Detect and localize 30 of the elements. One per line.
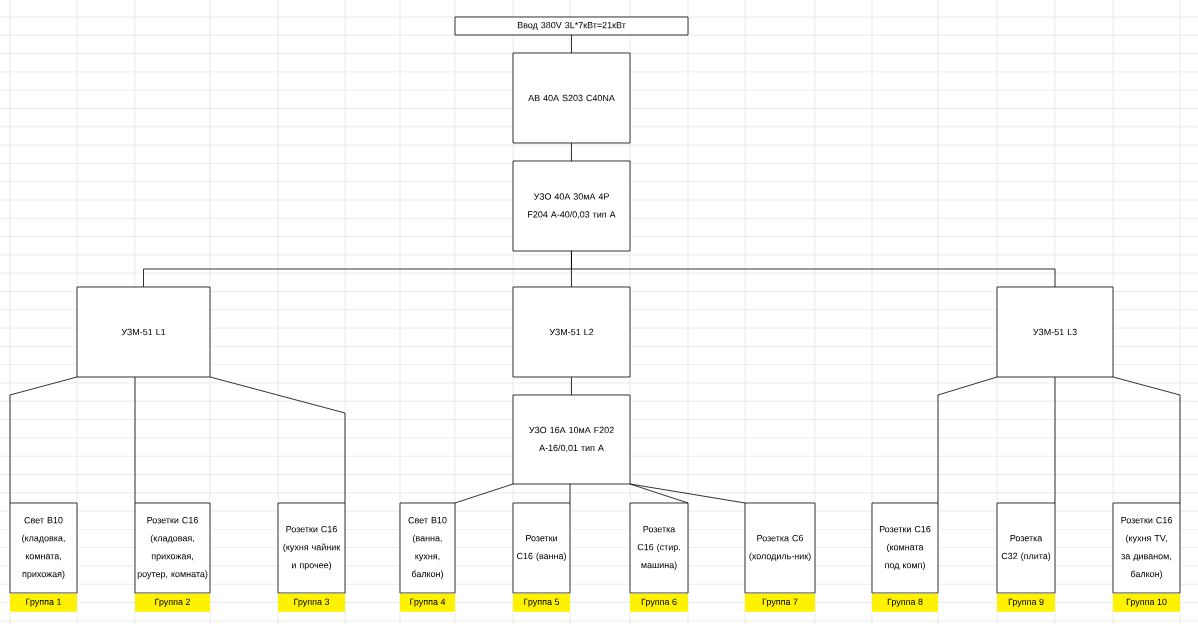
connector-line bbox=[1054, 376, 1056, 504]
circuit-box: Розетка С6 (холодиль-ник) bbox=[744, 502, 816, 594]
connector-line bbox=[569, 483, 571, 504]
circuit-box: Свет B10 (кладовка, комната, прихожая) bbox=[9, 502, 78, 594]
connector-line bbox=[9, 376, 78, 504]
circuit-box: Розетки С16 (кухня чайник и прочее) bbox=[277, 502, 346, 594]
connector-line bbox=[571, 250, 1056, 288]
device-box: УЗМ-51 L1 bbox=[76, 286, 211, 378]
circuit-box: Розетки С16 (комната под комп) bbox=[871, 502, 939, 594]
circuit-box: Свет B10 (ванна, кухня, балкон) bbox=[399, 502, 456, 594]
device-box: УЗМ-51 L3 bbox=[996, 286, 1114, 378]
connector-line bbox=[937, 376, 998, 504]
device-box: УЗМ-51 L2 bbox=[512, 286, 631, 378]
connector-line bbox=[134, 376, 136, 504]
circuit-box: Розетка С16 (стир. машина) bbox=[629, 502, 689, 594]
connector-line bbox=[571, 142, 572, 162]
connector-line bbox=[571, 376, 572, 396]
circuit-box: Розетки С16 (кухня TV, за диваном, балкон) bbox=[1112, 502, 1181, 594]
connector-line bbox=[629, 483, 746, 504]
circuit-box: Розетки С16 (ванна) bbox=[512, 502, 571, 594]
device-box: УЗО 40А 30мА 4P F204 A-40/0,03 тип A bbox=[512, 160, 631, 252]
device-box: УЗО 16А 10мА F202 A-16/0,01 тип A bbox=[512, 394, 631, 485]
device-box: АВ 40А S203 C40NA bbox=[512, 52, 631, 144]
circuit-box: Розетки С16 (кладовая, прихожая, роутер, комната) bbox=[134, 502, 211, 594]
connector-line bbox=[571, 34, 572, 54]
connector-line bbox=[1112, 376, 1181, 504]
connector-line bbox=[454, 483, 514, 504]
connector-line bbox=[209, 376, 346, 504]
circuit-box: Розетка С32 (плита) bbox=[996, 502, 1056, 594]
input-box: Ввод 380V 3L*7кВт=21кВт bbox=[454, 16, 689, 36]
